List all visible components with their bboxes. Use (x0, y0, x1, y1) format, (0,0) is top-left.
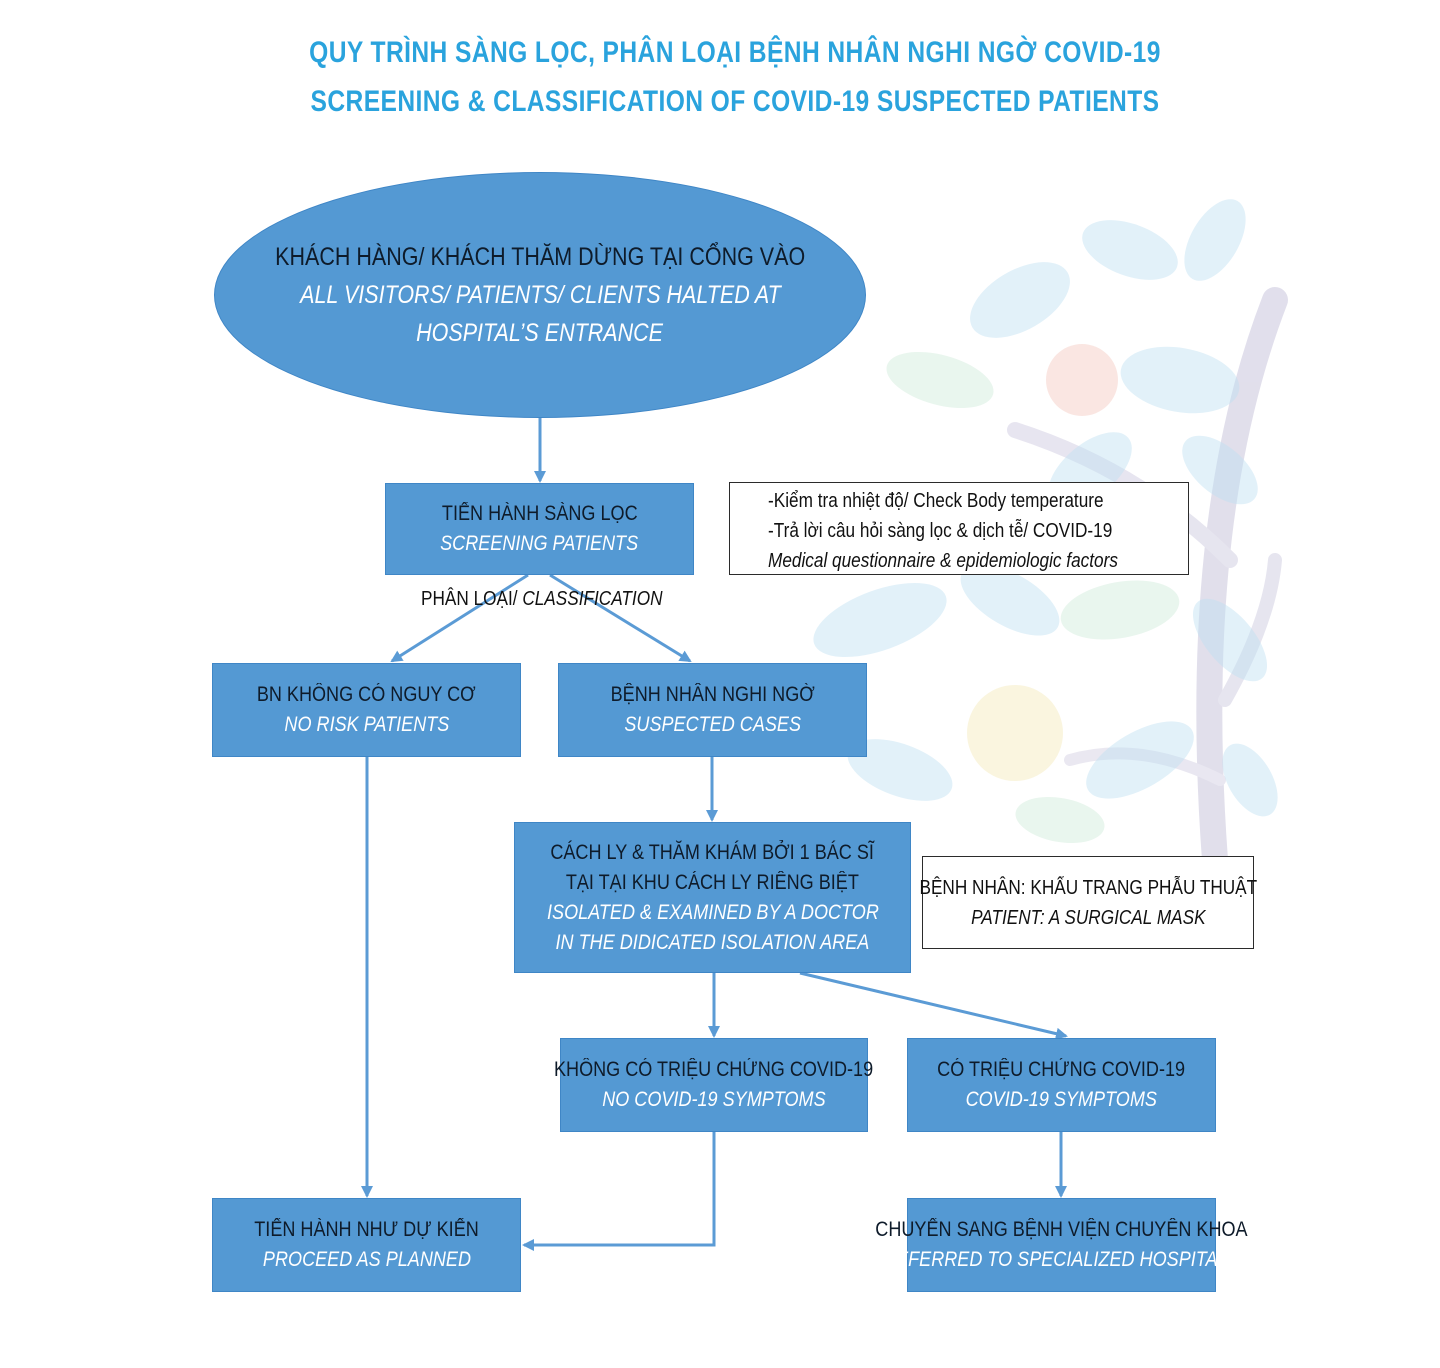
node-no-risk: BN KHÔNG CÓ NGUY CƠ NO RISK PATIENTS (212, 663, 521, 757)
node-entrance: KHÁCH HÀNG/ KHÁCH THĂM DỪNG TẠI CỔNG VÀO… (214, 172, 866, 418)
node-no-risk-vi: BN KHÔNG CÓ NGUY CƠ (257, 683, 476, 706)
node-isolated-en-line1: ISOLATED & EXAMINED BY A DOCTOR (546, 900, 879, 924)
node-symptoms: CÓ TRIỆU CHỨNG COVID-19 COVID-19 SYMPTOM… (907, 1038, 1216, 1132)
node-suspected-en: SUSPECTED CASES (624, 713, 801, 736)
note-screening-checks: -Kiểm tra nhiệt độ/ Check Body temperatu… (729, 482, 1189, 575)
arrow-no-symptoms-to-proceed (522, 1132, 716, 1251)
node-no-symptoms: KHÔNG CÓ TRIỆU CHỨNG COVID-19 NO COVID-1… (554, 1038, 874, 1132)
node-referred-en: REFERRED TO SPECIALIZED HOSPITALS (883, 1248, 1240, 1271)
node-entrance-en-line2: HOSPITAL’S ENTRANCE (416, 319, 664, 347)
note-mask-line2: PATIENT: A SURGICAL MASK (970, 906, 1206, 929)
node-screening: TIẾN HÀNH SÀNG LỌC SCREENING PATIENTS (385, 483, 694, 575)
node-entrance-vi: KHÁCH HÀNG/ KHÁCH THĂM DỪNG TẠI CỔNG VÀO (274, 243, 806, 271)
node-symptoms-en: COVID-19 SYMPTOMS (965, 1088, 1158, 1111)
node-suspected-vi: BỆNH NHÂN NGHI NGỜ (610, 683, 815, 706)
node-proceed-en: PROCEED AS PLANNED (262, 1248, 471, 1271)
node-no-symptoms-en: NO COVID-19 SYMPTOMS (602, 1088, 826, 1111)
node-no-symptoms-vi: KHÔNG CÓ TRIỆU CHỨNG COVID-19 (554, 1058, 874, 1081)
note-screening-line1: -Kiểm tra nhiệt độ/ Check Body temperatu… (768, 490, 1104, 512)
node-isolated-en-line2: IN THE DIDICATED ISOLATION AREA (555, 930, 870, 954)
node-referred: CHUYỂN SANG BỆNH VIỆN CHUYÊN KHOA REFERR… (875, 1198, 1248, 1292)
node-entrance-en-line1: ALL VISITORS/ PATIENTS/ CLIENTS HALTED A… (299, 281, 781, 309)
note-mask-line1: BỆNH NHÂN: KHẨU TRANG PHẪU THUẬT (919, 876, 1257, 899)
page-title-vietnamese: QUY TRÌNH SÀNG LỌC, PHÂN LOẠI BỆNH NHÂN … (309, 36, 1161, 69)
node-proceed: TIẾN HÀNH NHƯ DỰ KIẾN PROCEED AS PLANNED (212, 1198, 521, 1292)
classification-label-en: CLASSIFICATION (522, 588, 663, 610)
note-screening-line3: Medical questionnaire & epidemiologic fa… (768, 550, 1118, 572)
arrow-isolated-to-symptoms (799, 971, 1068, 1040)
node-referred-vi: CHUYỂN SANG BỆNH VIỆN CHUYÊN KHOA (875, 1218, 1248, 1241)
classification-label-vi: PHÂN LOẠI/ (421, 588, 523, 610)
note-screening-line2: -Trả lời câu hỏi sàng lọc & dịch tễ/ COV… (768, 520, 1113, 542)
arrow-screening-to-no-risk (390, 573, 529, 663)
classification-label: PHÂN LOẠI/ CLASSIFICATION (421, 588, 662, 611)
node-proceed-vi: TIẾN HÀNH NHƯ DỰ KIẾN (254, 1218, 479, 1241)
node-isolated-vi-line1: CÁCH LY & THĂM KHÁM BỞI 1 BÁC SĨ (550, 840, 875, 864)
note-surgical-mask: BỆNH NHÂN: KHẨU TRANG PHẪU THUẬT PATIENT… (919, 856, 1257, 949)
node-isolated: CÁCH LY & THĂM KHÁM BỞI 1 BÁC SĨ TẠI TẠI… (514, 822, 911, 973)
node-suspected: BỆNH NHÂN NGHI NGỜ SUSPECTED CASES (558, 663, 867, 757)
node-screening-vi: TIẾN HÀNH SÀNG LỌC (441, 502, 638, 525)
node-screening-en: SCREENING PATIENTS (440, 532, 639, 555)
node-no-risk-en: NO RISK PATIENTS (284, 713, 449, 736)
node-symptoms-vi: CÓ TRIỆU CHỨNG COVID-19 (937, 1058, 1186, 1081)
arrow-screening-to-suspected (549, 573, 692, 663)
page-title-english: SCREENING & CLASSIFICATION OF COVID-19 S… (310, 85, 1160, 118)
node-isolated-vi-line2: TẠI TẠI KHU CÁCH LY RIÊNG BIỆT (565, 870, 860, 894)
